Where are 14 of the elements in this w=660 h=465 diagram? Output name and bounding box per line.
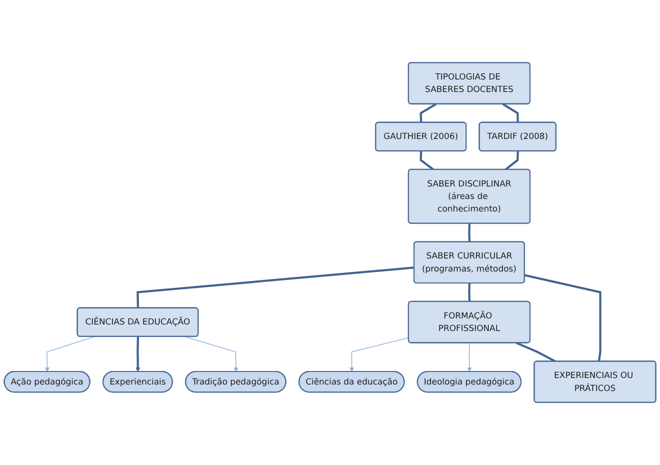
arrow (184, 336, 238, 372)
connector (504, 151, 519, 170)
arrow (467, 342, 472, 372)
connector (524, 274, 602, 362)
connector (468, 283, 471, 302)
connector (420, 103, 437, 123)
connector (136, 266, 414, 308)
arrow (136, 336, 140, 372)
arrow (350, 337, 410, 372)
connector (420, 151, 434, 170)
connector (502, 103, 519, 123)
connector (468, 223, 471, 242)
connector (516, 342, 556, 362)
arrow (44, 336, 96, 372)
